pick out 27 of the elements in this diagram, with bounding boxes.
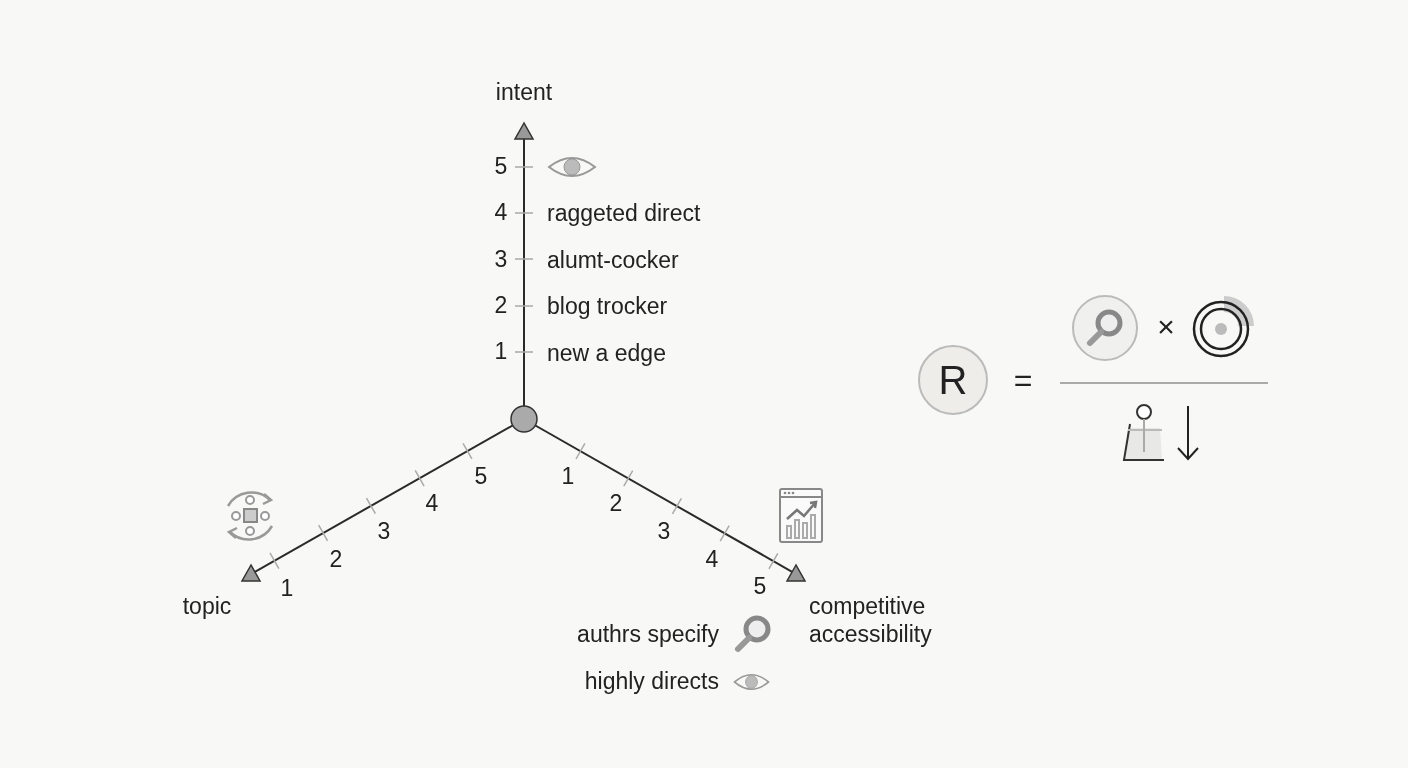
tick-label: 4 xyxy=(705,546,719,574)
operator-symbol: = xyxy=(1013,360,1033,400)
tick-label: 3 xyxy=(494,246,508,274)
axis-label: topic xyxy=(182,593,232,621)
icon-caption: highly directs xyxy=(584,668,719,696)
circle-symbol: R xyxy=(918,345,988,415)
tick-label: 4 xyxy=(494,199,508,227)
tick-label: 2 xyxy=(329,546,343,574)
tick-label: 3 xyxy=(657,518,671,546)
tick-label: 5 xyxy=(494,153,508,181)
scale-label: blog trocker xyxy=(547,293,668,321)
tick-label: 5 xyxy=(753,573,767,601)
tick-label: 3 xyxy=(377,518,391,546)
tick-label: 5 xyxy=(474,463,488,491)
tick-label: 1 xyxy=(494,338,508,366)
tick-label: 1 xyxy=(280,575,294,603)
operator-symbol: × xyxy=(1157,309,1175,345)
tick-label: 1 xyxy=(561,463,575,491)
scale-label: new a edge xyxy=(547,340,666,368)
tick-label: 4 xyxy=(425,490,439,518)
tick-label: 2 xyxy=(609,490,623,518)
axis-label: competitive accessibility xyxy=(809,593,933,649)
tick-label: 2 xyxy=(494,292,508,320)
scale-label: alumt-cocker xyxy=(547,247,679,275)
icon-caption: authrs specify xyxy=(577,621,719,649)
axis-label: intent xyxy=(495,79,553,107)
scale-label: raggeted direct xyxy=(547,200,701,228)
